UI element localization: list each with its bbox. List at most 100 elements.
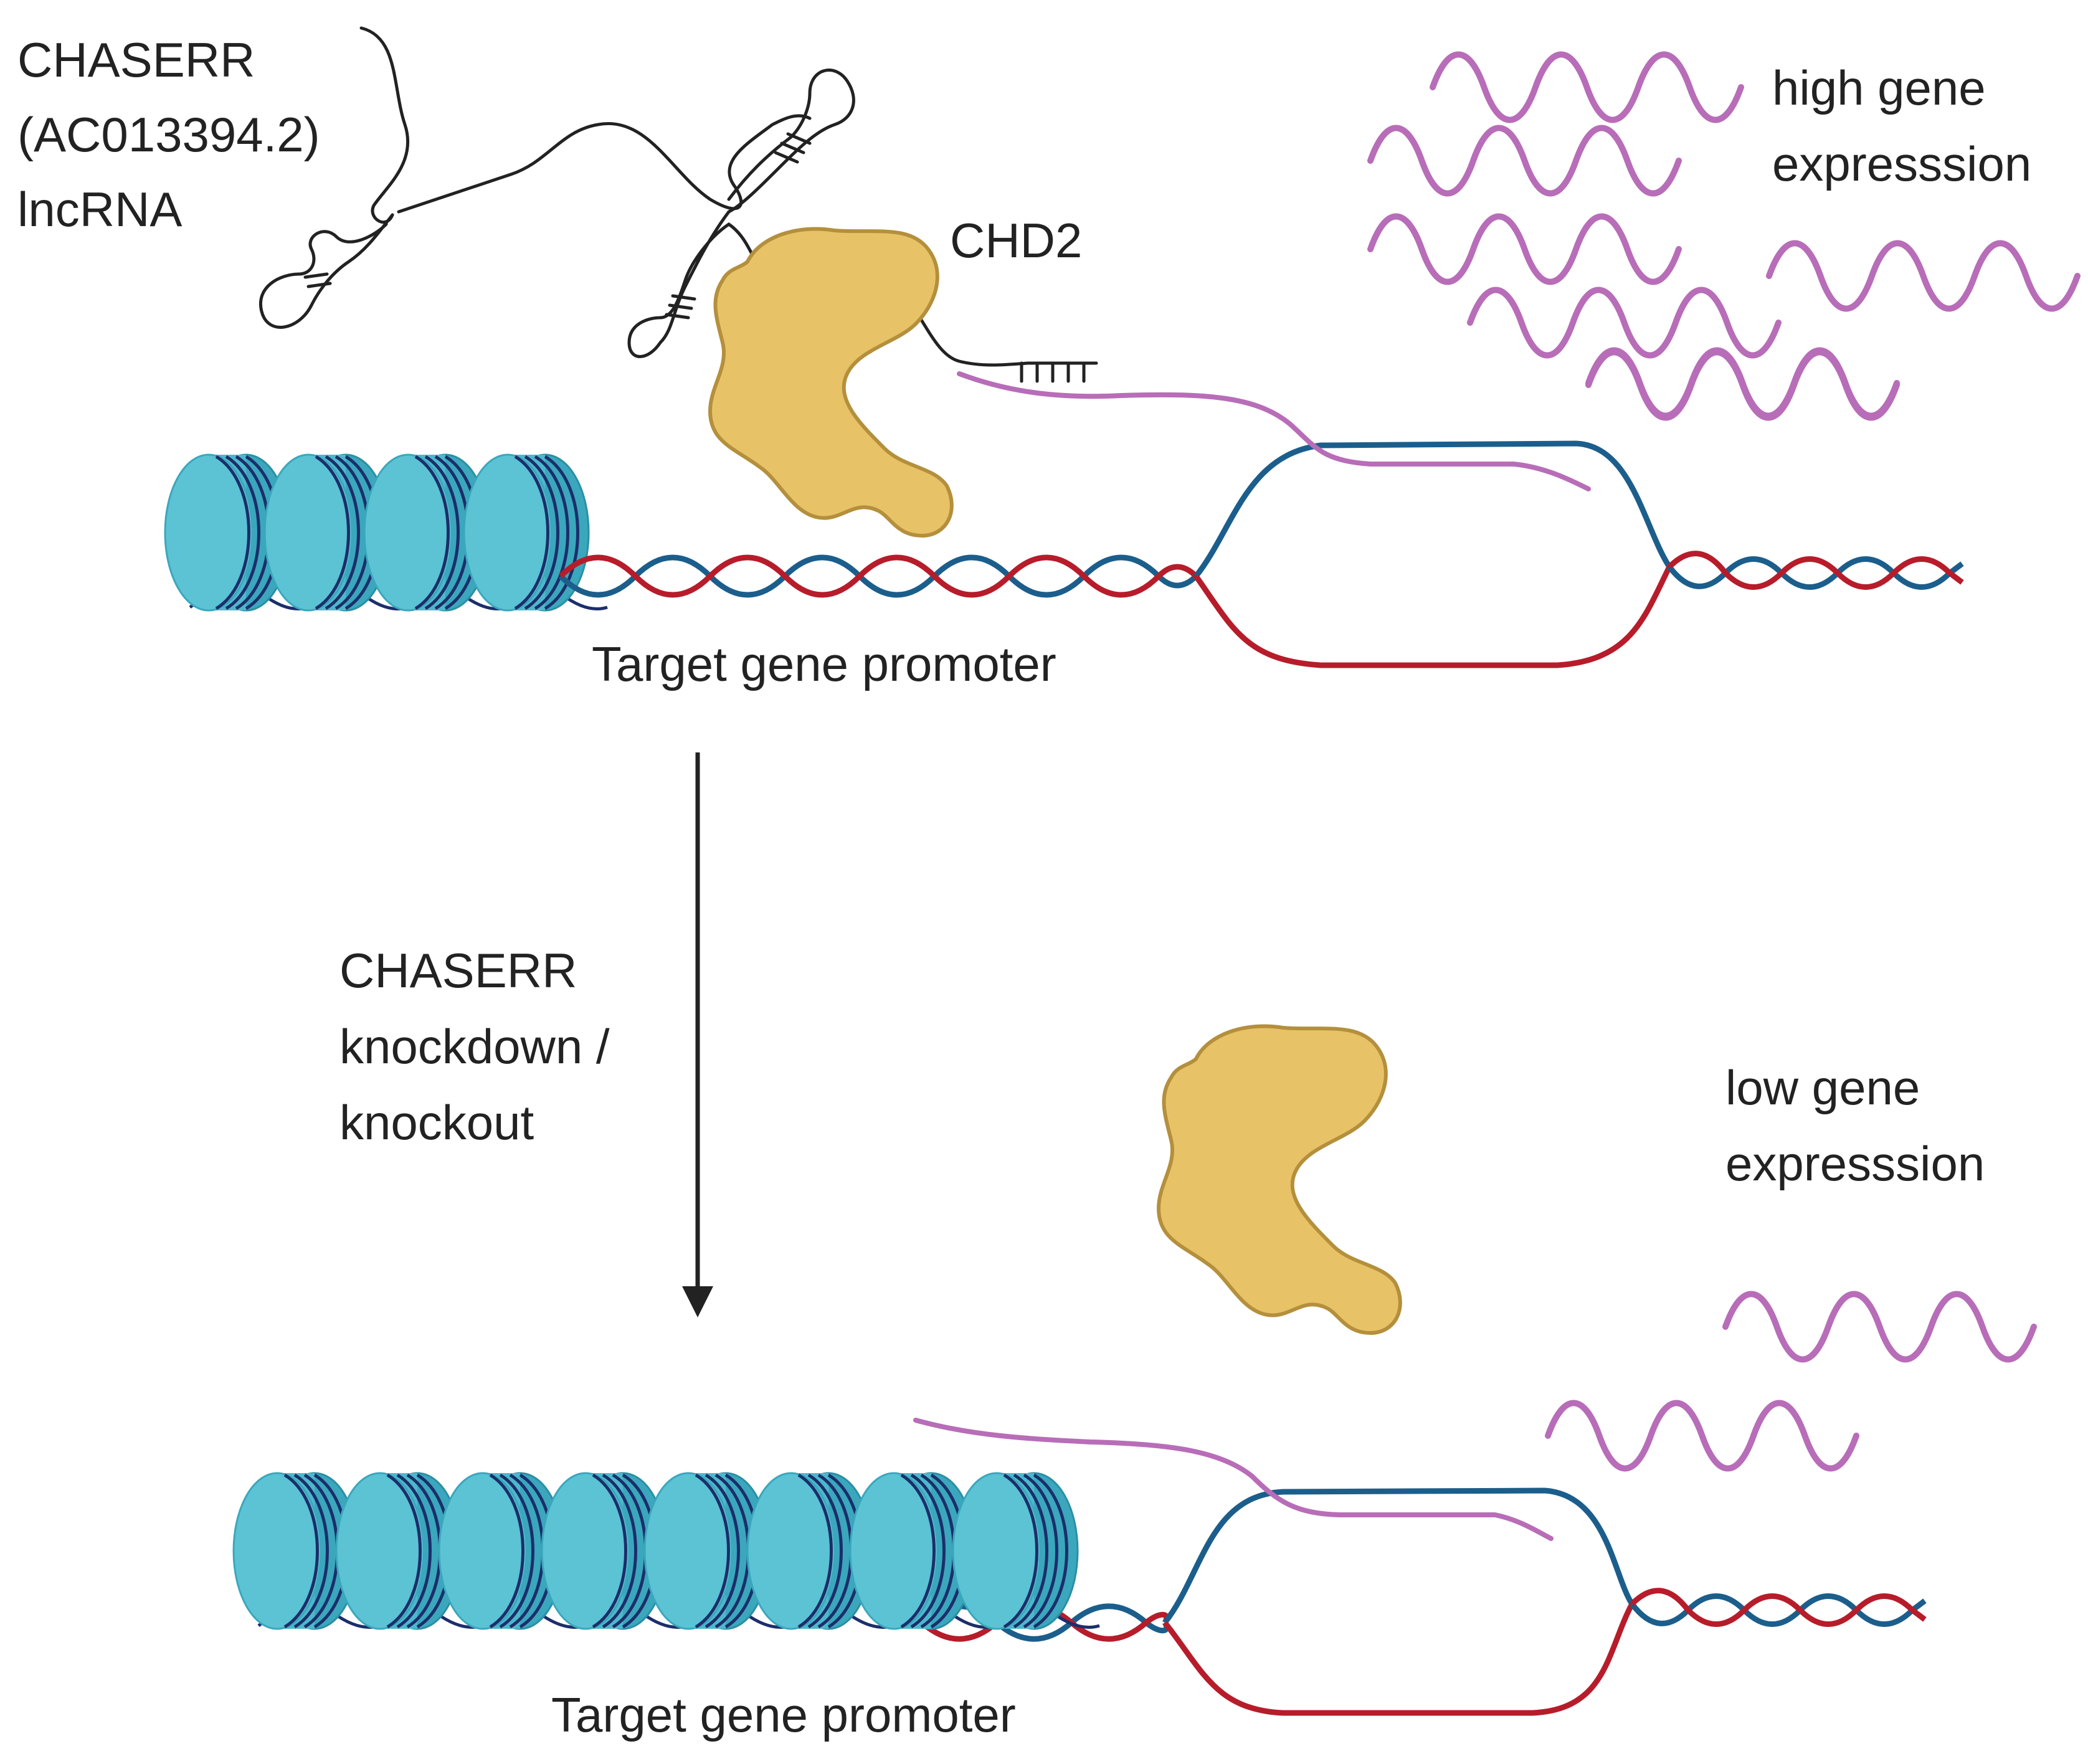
- top-nucleosome: [263, 453, 391, 612]
- mrna-transcript: [1430, 51, 1744, 123]
- bottom-nucleosome: [232, 1472, 359, 1630]
- mrna-transcript: [1722, 1291, 2037, 1363]
- mrna-transcript: [1545, 1400, 1859, 1472]
- dna-helix-blue-bottom-right: [1630, 1593, 1927, 1627]
- lncrna-base-pair: [665, 313, 690, 320]
- lncrna-base-pair: [668, 303, 693, 310]
- bottom-histone-front: [335, 1472, 425, 1630]
- bottom-histone-front: [438, 1472, 528, 1630]
- bottom-dna-wrap: [705, 1473, 740, 1629]
- high-expression-label-line2: expresssion: [1772, 136, 2031, 191]
- arrow-label-line2: knockdown /: [339, 1019, 610, 1074]
- chd2-protein-top: [710, 229, 952, 536]
- top-dna-wrap: [424, 455, 460, 610]
- top-dna-wrap: [414, 455, 450, 610]
- arrow-label-line3: knockout: [339, 1095, 534, 1150]
- bottom-dna-wrap: [797, 1473, 833, 1629]
- dna-bubble-blue-top: [1193, 440, 1672, 578]
- pre-mrna-top: [957, 371, 1591, 491]
- bottom-nucleosome: [746, 1472, 873, 1630]
- dna-helix-blue-top-right: [1667, 556, 1964, 590]
- lncrna-base-pair: [780, 141, 805, 154]
- bottom-dna-wrap: [1003, 1473, 1038, 1629]
- dna-bubble-blue-bottom: [1162, 1487, 1635, 1624]
- top-dna-wrap: [225, 455, 260, 610]
- bottom-dna-wrap: [807, 1473, 843, 1629]
- bottom-nucleosome: [335, 1472, 462, 1630]
- bottom-dna-wrap: [602, 1473, 637, 1629]
- lncrna-base-pair: [671, 294, 696, 301]
- mrna-group-high: [1367, 51, 2081, 421]
- bottom-dna-wrap: [592, 1473, 627, 1629]
- pre-mrna-bottom: [913, 1418, 1554, 1541]
- top-dna-wrap: [514, 455, 549, 610]
- bottom-nucleosome: [643, 1472, 771, 1630]
- chd2-label: CHD2: [950, 213, 1082, 268]
- dna-helix-red-bottom: [920, 1603, 1170, 1642]
- mrna-transcript: [1367, 213, 1682, 285]
- bottom-histone-front: [541, 1472, 630, 1630]
- top-dna-wrap: [524, 455, 559, 610]
- low-expression-label-line1: low gene: [1725, 1060, 1920, 1115]
- bottom-dna-wrap: [695, 1473, 730, 1629]
- bottom-histone-front: [746, 1472, 836, 1630]
- arrow-head: [682, 1286, 713, 1317]
- bottom-histone-front: [849, 1472, 939, 1630]
- dna-bubble-red-bottom: [1162, 1602, 1635, 1716]
- bottom-dna-wrap: [910, 1473, 946, 1629]
- bottom-nucleosome: [541, 1472, 668, 1630]
- top-dna-wrap: [215, 455, 250, 610]
- dna-helix-red-top: [558, 554, 1198, 598]
- top-dna-wrap: [544, 455, 579, 610]
- bottom-dna-wrap: [293, 1473, 329, 1629]
- bottom-dna-wrap: [1023, 1473, 1058, 1629]
- top-histone-front: [263, 453, 353, 612]
- lncrna-base-pair: [786, 132, 812, 145]
- bottom-histone-front: [643, 1472, 733, 1630]
- bottom-histone-front: [232, 1472, 322, 1630]
- top-dna-wrap: [534, 455, 569, 610]
- mrna-group-low: [1545, 1291, 2037, 1472]
- lncrna-label-line3: lncRNA: [17, 182, 182, 237]
- high-expression-label-line1: high gene: [1772, 60, 1986, 115]
- lncrna-hairpin-lower: [627, 210, 768, 358]
- low-expression-label-line2: expresssion: [1725, 1136, 1985, 1191]
- promoter-label-bottom: Target gene promoter: [551, 1687, 1016, 1742]
- mrna-transcript: [1585, 349, 1900, 421]
- lncrna-strand: [359, 26, 410, 224]
- dna-helix-red-bottom-right: [1630, 1588, 1927, 1627]
- top-histone-front: [164, 453, 254, 612]
- dna-bubble-red-top: [1193, 565, 1673, 668]
- top-histone-front: [363, 453, 453, 612]
- dna-top: [558, 440, 1964, 668]
- arrow-label-line1: CHASERR: [339, 943, 577, 998]
- nucleosome-array-bottom: [232, 1472, 1100, 1630]
- bottom-dna-wrap: [499, 1473, 534, 1629]
- knockdown-arrow: [682, 752, 713, 1317]
- mrna-transcript: [1367, 125, 1682, 197]
- lncrna-molecule: [259, 26, 1098, 383]
- dna-helix-blue-top: [558, 554, 1198, 598]
- lncrna-hairpin-right: [727, 69, 855, 214]
- dna-helix-red-top-right: [1667, 551, 1964, 590]
- promoter-label-top: Target gene promoter: [592, 637, 1056, 691]
- bottom-nucleosome: [438, 1472, 565, 1630]
- mrna-transcript: [1766, 240, 2081, 312]
- chd2-protein-bottom: [1159, 1026, 1400, 1333]
- lncrna-label-line1: CHASERR: [17, 32, 255, 87]
- bottom-dna-wrap: [489, 1473, 524, 1629]
- top-histone-front: [463, 453, 553, 612]
- bottom-dna-wrap: [1033, 1473, 1068, 1629]
- mrna-transcript: [1467, 287, 1782, 359]
- nucleosome-array-top: [164, 453, 608, 612]
- bottom-dna-wrap: [386, 1473, 422, 1629]
- top-dna-wrap: [325, 455, 360, 610]
- lncrna-base-pair: [306, 282, 332, 288]
- lncrna-strand: [397, 114, 812, 214]
- bottom-dna-wrap: [1013, 1473, 1048, 1629]
- bottom-nucleosome: [952, 1472, 1079, 1630]
- lncrna-base-pair: [303, 272, 329, 279]
- bottom-dna-wrap: [900, 1473, 936, 1629]
- bottom-dna-wrap: [283, 1473, 319, 1629]
